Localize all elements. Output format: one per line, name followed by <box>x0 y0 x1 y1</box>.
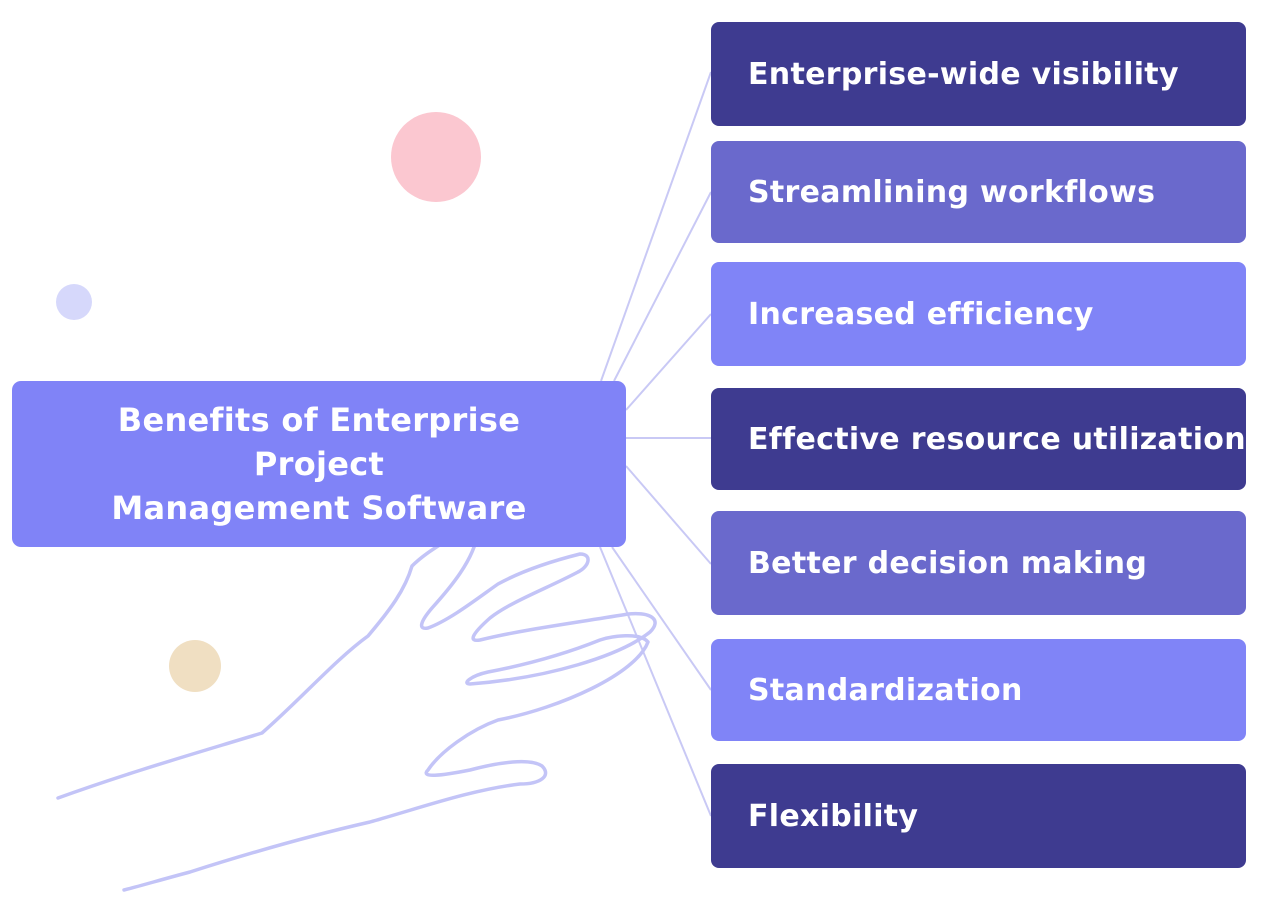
benefit-label: Better decision making <box>748 545 1148 581</box>
central-topic-line-2: Management Software <box>111 489 527 527</box>
connector-6 <box>611 546 712 691</box>
benefit-label: Flexibility <box>748 798 919 834</box>
connector-1 <box>600 71 712 382</box>
connector-7 <box>599 546 712 817</box>
benefit-label: Enterprise-wide visibility <box>748 56 1179 92</box>
benefit-box-decision-making: Better decision making <box>711 511 1246 615</box>
tan-circle <box>169 640 221 692</box>
benefit-label: Standardization <box>748 672 1023 708</box>
benefit-label: Increased efficiency <box>748 296 1094 332</box>
benefit-label: Effective resource utilization <box>748 421 1246 457</box>
central-topic-box: Benefits of Enterprise Project Managemen… <box>12 381 626 547</box>
central-topic-title: Benefits of Enterprise Project Managemen… <box>52 398 586 530</box>
benefit-box-workflows: Streamlining workflows <box>711 141 1246 243</box>
connector-lines <box>599 71 712 817</box>
connector-3 <box>625 313 712 411</box>
benefit-box-resource-utilization: Effective resource utilization <box>711 388 1246 490</box>
benefit-box-standardization: Standardization <box>711 639 1246 741</box>
hand-illustration <box>56 518 657 892</box>
central-topic-line-1: Benefits of Enterprise Project <box>117 401 521 483</box>
benefit-box-visibility: Enterprise-wide visibility <box>711 22 1246 126</box>
benefit-box-flexibility: Flexibility <box>711 764 1246 868</box>
benefit-box-efficiency: Increased efficiency <box>711 262 1246 366</box>
connector-2 <box>613 191 712 382</box>
pink-circle <box>391 112 481 202</box>
benefit-label: Streamlining workflows <box>748 174 1156 210</box>
connector-5 <box>625 465 712 565</box>
lavender-circle <box>56 284 92 320</box>
